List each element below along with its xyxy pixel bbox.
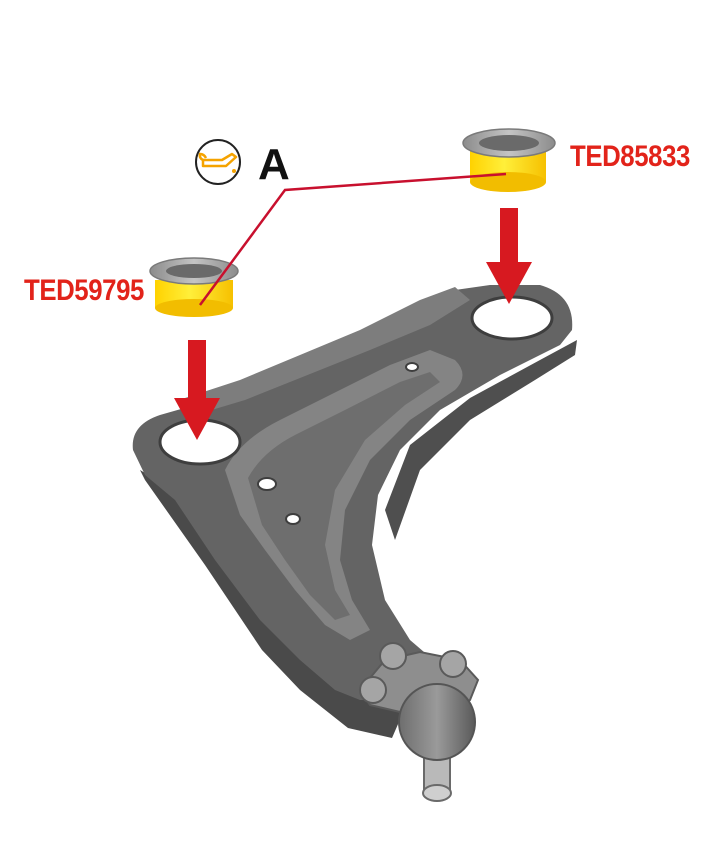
arm-hole-1 (257, 477, 277, 491)
control-arm-rib-inner (248, 372, 440, 620)
control-arm-right-side (385, 340, 577, 540)
right-bush-hole (479, 135, 539, 151)
ball-joint (358, 642, 480, 802)
arm-hole-3 (405, 362, 419, 372)
right-bush (462, 128, 556, 192)
part-number-right: TED85833 (570, 140, 690, 173)
callout-label-a: A (258, 140, 290, 189)
ball-joint-bolt-1 (379, 642, 407, 670)
right-bush-bottom (470, 172, 546, 192)
left-bush-bottom (155, 299, 233, 317)
ball-joint-stud-end (422, 784, 452, 802)
left-arrow-down-icon (174, 340, 220, 440)
right-bush-bore (470, 295, 554, 341)
ball-joint-bolt-3 (359, 676, 387, 704)
part-number-left: TED59795 (24, 274, 144, 307)
ball-joint-ball (398, 683, 476, 761)
right-arrow-down-icon (486, 208, 532, 304)
oil-can-icon (195, 139, 241, 185)
arm-hole-2 (285, 513, 301, 525)
ball-joint-bolt-2 (439, 650, 467, 678)
control-arm (132, 285, 577, 738)
callout-leader-line (198, 172, 507, 306)
left-bush-hole (166, 264, 222, 278)
left-bush (149, 257, 239, 317)
control-arm-rim (185, 287, 470, 412)
control-arm-rib (225, 350, 463, 640)
